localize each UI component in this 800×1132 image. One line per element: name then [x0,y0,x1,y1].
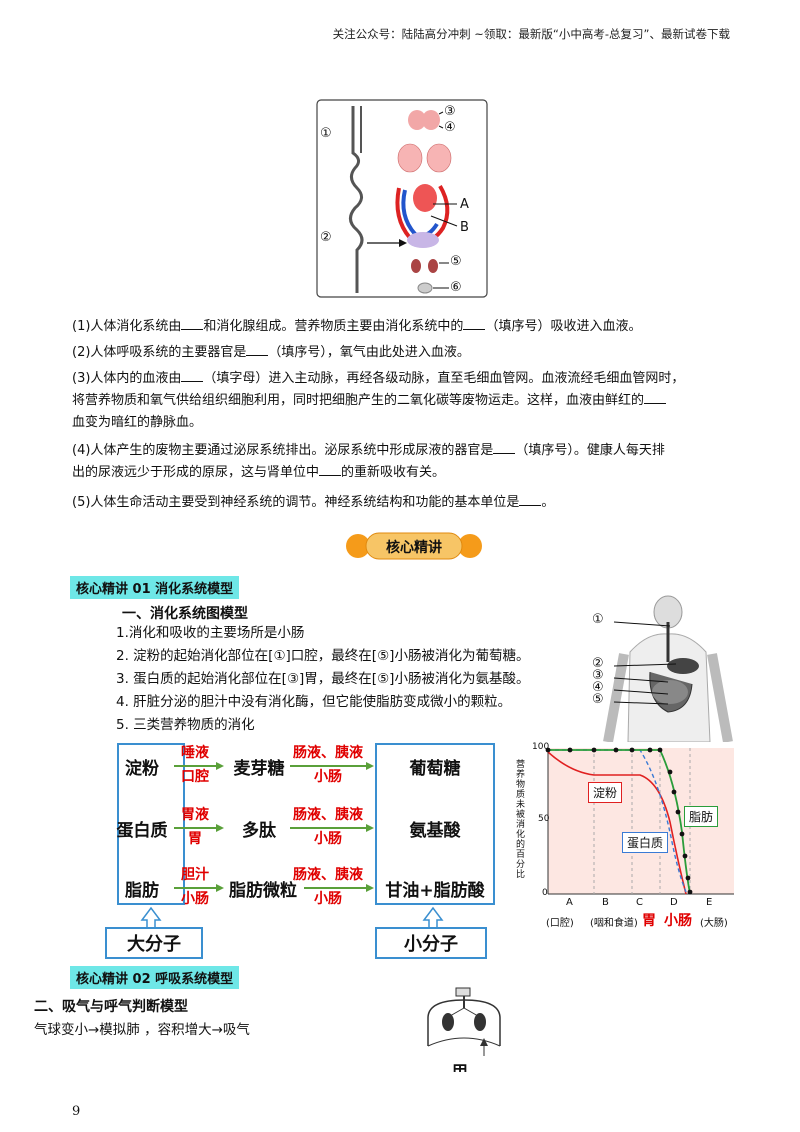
enzyme-1a: 唾液 [181,745,209,761]
body-systems-figure [316,99,488,298]
chart-note-large-intestine: (大肠) [700,918,728,929]
point-5: 5. 三类营养物质的消化 [116,717,255,733]
flow-fat: 脂肪 [125,881,159,901]
digestion-flow-diagram [105,743,495,959]
body-marker-lines [613,621,677,705]
enzyme-4a: 肠液、胰液 [293,745,363,761]
chart-series-starch [547,751,687,895]
flow-protein: 蛋白质 [116,821,168,841]
flow-starch: 淀粉 [125,759,159,779]
chart-series-protein [548,749,687,893]
body-marker-2: ② [592,656,604,671]
marker-a: A [460,197,469,212]
marker-2: ② [320,230,332,245]
chart-cat-e: E [706,897,713,908]
body-marker-5: ⑤ [592,692,604,707]
enzyme-5b: 小肠 [314,831,342,847]
small-molecule-label: 小分子 [404,934,458,955]
enzyme-6b: 小肠 [314,891,342,907]
page-number: 9 [72,1104,81,1119]
macro-molecule-label: 大分子 [127,934,181,955]
marker-b: B [460,220,469,235]
chart-note-pharynx: (咽和食道) [590,918,638,929]
chart-cat-b: B [602,897,609,908]
body-marker-3: ③ [592,668,604,683]
page-header: 关注公众号：陆陆高分冲刺 ~领取：最新版“小中高考-总复习”、最新试卷下载 [332,27,730,41]
enzyme-3a: 胆汁 [181,867,209,883]
enzyme-1b: 口腔 [181,769,209,785]
chart-label-fat: 脂肪 [684,806,719,827]
chart-y-label: 营养物质未被消化的百分比 [516,760,526,880]
chart-note-stomach: 胃 [642,913,656,929]
section-2-line: 气球变小→模拟肺 ，容积增大→吸气 [34,1022,250,1038]
section-1-title: 核心精讲 01 消化系统模型 [70,576,240,599]
digestive-body-figure [603,595,733,742]
body-marker-4: ④ [592,680,604,695]
section-1-subtitle: 一、消化系统图模型 [122,606,248,622]
point-3: 3. 蛋白质的起始消化部位在[③]胃，最终在[⑤]小肠被消化为氨基酸。 [116,671,530,687]
flow-glycerol-fatty-acid: 甘油+脂肪酸 [385,881,485,901]
core-badge-label: 核心精讲 [386,540,442,556]
bell-jar-figure [427,987,501,1056]
marker-3: ③ [444,104,456,119]
body-marker-1: ① [592,612,604,627]
chart-ytick-0: 0 [542,888,548,898]
core-badge-decoration [346,532,482,560]
point-2: 2. 淀粉的起始消化部位在[①]口腔，最终在[⑤]小肠被消化为葡萄糖。 [116,648,530,664]
section-2-title: 核心精讲 02 呼吸系统模型 [70,966,240,989]
chart-ytick-50: 50 [538,814,550,824]
chart-cat-c: C [636,897,643,908]
enzyme-2b: 胃 [188,831,202,847]
section-2-subtitle: 二、吸气与呼气判断模型 [34,999,188,1015]
question-4: (4)人体产生的废物主要通过泌尿系统排出。泌尿系统中形成尿液的器官是（填序号）。… [72,443,665,480]
marker-6: ⑥ [450,280,462,295]
chart-note-mouth: (口腔) [546,918,574,929]
chart-cat-d: D [670,897,678,908]
question-3: (3)人体内的血液由（填字母）进入主动脉，再经各级动脉，直至毛细血管网。血液流经… [72,371,685,430]
chart-cat-a: A [566,897,573,908]
chart-note-small-intestine: 小肠 [664,913,692,929]
flow-amino-acid: 氨基酸 [409,821,461,841]
enzyme-4b: 小肠 [314,769,342,785]
chart-ytick-100: 100 [532,742,550,752]
marker-1: ① [320,126,332,141]
point-4: 4. 肝脏分泌的胆汁中没有消化酶，但它能使脂肪变成微小的颗粒。 [116,694,512,710]
enzyme-3b: 小肠 [181,891,209,907]
marker-5: ⑤ [450,254,462,269]
figure-label: 甲 [452,1062,469,1072]
flow-glucose: 葡萄糖 [409,759,461,779]
chart-label-protein: 蛋白质 [622,832,669,853]
enzyme-6a: 肠液、胰液 [293,867,363,883]
enzyme-5a: 肠液、胰液 [293,807,363,823]
question-2: (2)人体呼吸系统的主要器官是（填序号），氧气由此处进入血液。 [72,345,470,360]
point-1: 1.消化和吸收的主要场所是小肠 [116,625,305,641]
chart-label-starch: 淀粉 [588,782,623,803]
question-1: (1)人体消化系统由和消化腺组成。营养物质主要由消化系统中的（填序号）吸收进入血… [72,319,642,334]
enzyme-2a: 胃液 [181,807,209,823]
flow-peptide: 多肽 [242,821,276,841]
marker-4: ④ [444,120,456,135]
flow-fat-droplet: 脂肪微粒 [229,881,297,901]
question-5: (5)人体生命活动主要受到神经系统的调节。神经系统结构和功能的基本单位是。 [72,495,555,510]
flow-maltose: 麦芽糖 [233,759,285,779]
